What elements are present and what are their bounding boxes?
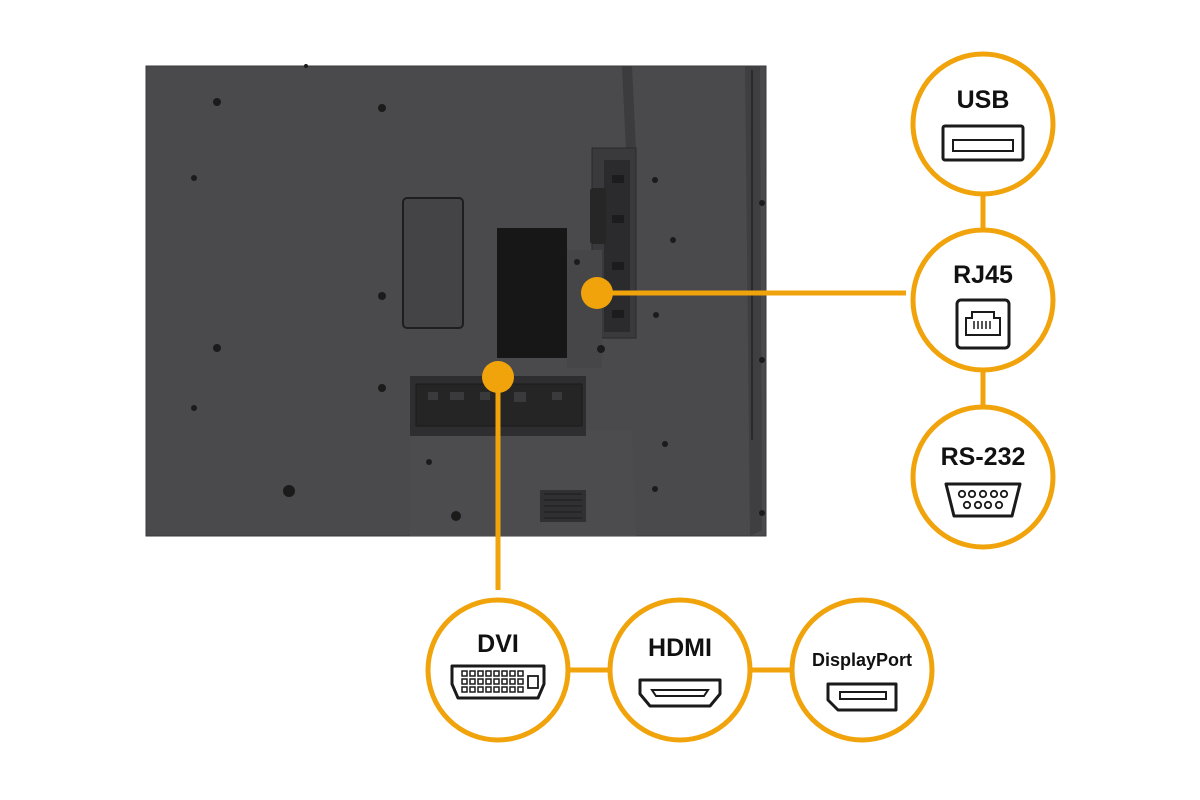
rs232-callout: RS-232 (910, 404, 1056, 550)
dvi-pin (469, 686, 476, 693)
dvi-label: DVI (477, 630, 519, 658)
dvi-pin (509, 686, 516, 693)
dvi-pin (477, 686, 484, 693)
dvi-pin (501, 670, 508, 677)
rj45-port-icon (955, 298, 1011, 350)
dvi-port-icon (450, 664, 546, 700)
dvi-pin (509, 678, 516, 685)
dvi-pin (517, 686, 524, 693)
dvi-pin (493, 686, 500, 693)
rs232-label: RS-232 (941, 443, 1026, 471)
dvi-pin (509, 670, 516, 677)
dvi-pin (517, 678, 524, 685)
dvi-pin (477, 670, 484, 677)
dvi-pin (461, 670, 468, 677)
dvi-pin (501, 678, 508, 685)
side-ports-marker (581, 277, 613, 309)
hdmi-label: HDMI (648, 634, 712, 662)
displayport-callout: DisplayPort (789, 597, 935, 743)
dvi-pin (493, 678, 500, 685)
rj45-callout: RJ45 (910, 227, 1056, 373)
usb-port-icon (941, 124, 1025, 162)
dvi-pin (485, 678, 492, 685)
rs232-port-icon (944, 482, 1022, 518)
dvi-pin (501, 686, 508, 693)
hdmi-callout: HDMI (607, 597, 753, 743)
displayport-port-icon (826, 682, 898, 712)
hdmi-port-icon (638, 678, 722, 708)
monitor-back-panel (145, 64, 767, 537)
dvi-pin (461, 686, 468, 693)
dvi-pin (469, 670, 476, 677)
dvi-pin (461, 678, 468, 685)
usb-callout: USB (910, 51, 1056, 197)
usb-label: USB (957, 86, 1010, 114)
dvi-pin (469, 678, 476, 685)
dvi-pin (493, 670, 500, 677)
rj45-label: RJ45 (953, 261, 1013, 289)
dvi-pin (477, 678, 484, 685)
dvi-pin (485, 686, 492, 693)
dvi-pin (485, 670, 492, 677)
dvi-pin (517, 670, 524, 677)
bottom-ports-marker (482, 361, 514, 393)
dvi-callout: DVI (425, 597, 571, 743)
displayport-label: DisplayPort (812, 650, 912, 670)
